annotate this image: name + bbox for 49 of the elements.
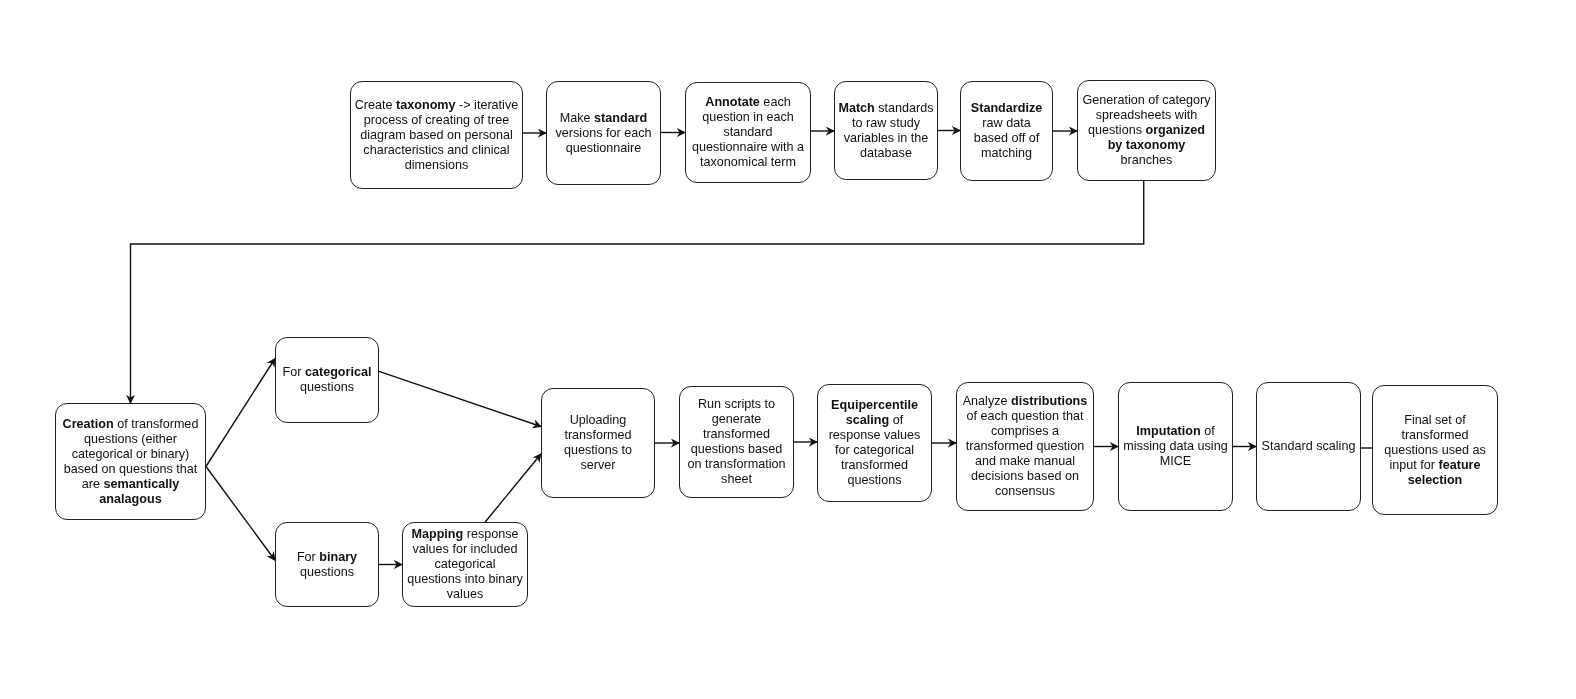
box-text: Create taxonomy -> iterative process of creating of tree diagram based on personal characteristics and clinical dimensions <box>354 97 519 173</box>
box-text: Standard scaling <box>1261 439 1356 454</box>
process-box <box>817 384 932 502</box>
arrow <box>205 465 276 561</box>
arrow <box>660 128 686 137</box>
arrow <box>205 357 276 468</box>
process-box <box>956 382 1094 511</box>
arrow <box>793 437 818 447</box>
box-text: Run scripts to generate transformed questions based on transformation sheet <box>686 397 787 487</box>
box-text: For categorical questions <box>281 365 373 395</box>
box-text: Standardize raw data based off of matching <box>969 101 1044 161</box>
box-text: Mapping response values for included categorical questions into binary values <box>406 527 524 602</box>
process-box <box>1077 80 1216 181</box>
box-text: Analyze distributions of each question that comprises a transformed question and make manual decisions based on consensus <box>961 394 1089 499</box>
process-box <box>275 522 379 607</box>
arrow <box>126 180 1145 404</box>
process-box <box>679 386 794 498</box>
arrow <box>378 370 542 429</box>
box-text: Uploading transformed questions to server <box>563 413 633 473</box>
arrow <box>654 438 680 448</box>
arrow <box>937 126 961 135</box>
arrow <box>810 126 835 136</box>
arrow <box>1232 442 1257 451</box>
process-box <box>350 81 523 189</box>
box-text: Annotate each question in each standard questionnaire with a taxonomical term <box>691 95 805 170</box>
box-text: Equipercentile scaling of response values for categorical transformed questions <box>827 398 922 488</box>
arrow <box>931 438 957 448</box>
arrow <box>522 128 547 138</box>
box-text: Generation of category spreadsheets with questions organized by taxonomy branches <box>1081 93 1212 168</box>
box-text: Creation of transformed questions (either categorical or binary) based on questions that are semantically analagous <box>61 416 200 507</box>
process-box <box>834 81 938 180</box>
box-text: Final set of transformed questions used as input for feature selection <box>1383 412 1487 488</box>
process-box <box>960 81 1053 181</box>
process-box <box>275 337 379 423</box>
box-text: Imputation of missing data using MICE <box>1122 424 1229 469</box>
box-text: Match standards to raw study variables in the database <box>838 100 934 161</box>
process-box <box>1256 382 1361 511</box>
arrow <box>1093 442 1119 451</box>
arrow <box>1052 126 1078 136</box>
box-text: For binary questions <box>295 549 359 580</box>
process-box <box>685 82 811 183</box>
arrow <box>484 453 542 523</box>
process-box <box>55 403 206 520</box>
process-box <box>1372 385 1498 515</box>
process-box <box>541 388 655 498</box>
arrow <box>378 560 403 569</box>
process-box <box>546 81 661 185</box>
box-text: Make standard versions for each questionnaire <box>554 110 653 156</box>
process-box <box>1118 382 1233 511</box>
